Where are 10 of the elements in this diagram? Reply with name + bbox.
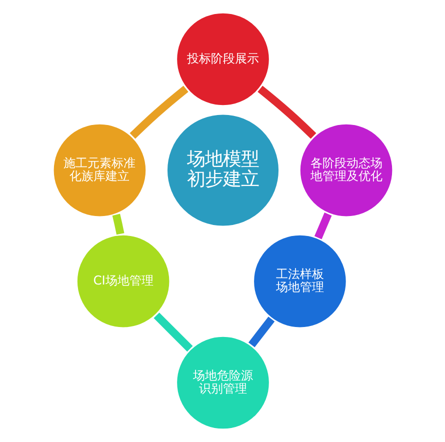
connector (153, 312, 192, 352)
node-circle: CI场地管理 (74, 232, 172, 330)
connector (112, 214, 124, 235)
connector (257, 86, 316, 139)
connector (314, 212, 332, 240)
node-circle: 场地模型初步建立 (164, 112, 281, 228)
node-circle: 各阶段动态场地管理及优化 (297, 122, 394, 219)
connector (248, 316, 274, 348)
node-circle: 施工元素标准化族库建立 (50, 122, 148, 219)
connector (129, 86, 188, 139)
